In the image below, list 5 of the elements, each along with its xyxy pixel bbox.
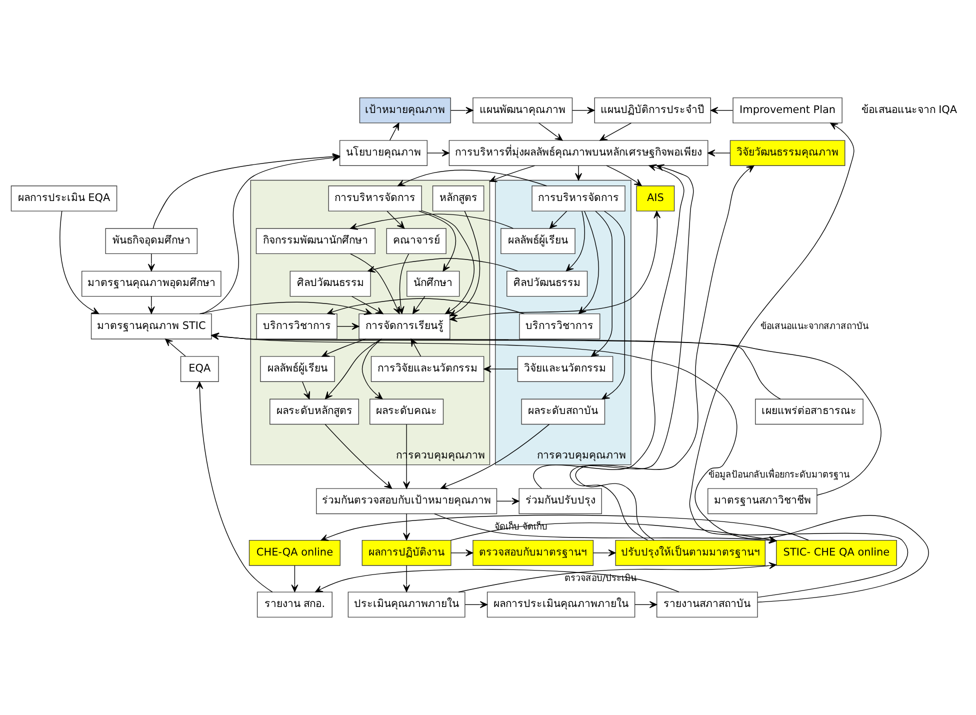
edge-label: จัดเก็บ bbox=[522, 522, 548, 532]
edge-label: ข้อมูลป้อนกลับเพื่อยกระดับมาตรฐาน bbox=[708, 470, 850, 481]
edge-label: ตรวจสอบ/ประเมิน bbox=[564, 574, 637, 584]
edge-label: ข้อเสนอแนะจากสภาสถาบัน bbox=[760, 322, 868, 332]
label: ข้อเสนอแนะจาก IQA bbox=[861, 104, 958, 116]
